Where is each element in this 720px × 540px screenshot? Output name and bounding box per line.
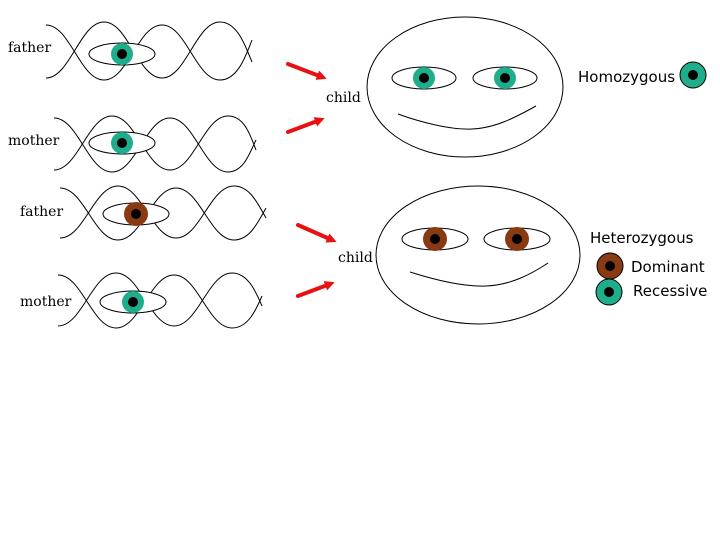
legend-recessive: Recessive [595, 278, 707, 306]
dominant-label: Dominant [631, 258, 705, 276]
arrow-icon [296, 281, 335, 298]
father-brown-eye-icon [102, 202, 170, 226]
father-green-eye-icon [88, 42, 156, 66]
legend-green-eye-icon [679, 61, 707, 89]
legend-green-eye-icon [595, 278, 623, 306]
mother-green-eye-icon [88, 131, 156, 155]
child-face [366, 16, 564, 158]
mother-chromosomes [53, 115, 257, 173]
mouth [397, 105, 537, 130]
arrow-icon [286, 117, 325, 134]
arrow-icon [286, 62, 327, 80]
father-label: father [20, 204, 63, 220]
child-brown-eye-icon [483, 227, 551, 251]
arrow-icon [296, 223, 337, 243]
homozygous-panel: father mother child [8, 16, 707, 173]
recessive-label: Recessive [633, 282, 707, 300]
child-label: child [338, 250, 373, 266]
legend-brown-eye-icon [596, 252, 624, 280]
mother-label: mother [20, 294, 72, 310]
heterozygous-label: Heterozygous [590, 229, 694, 247]
child-label: child [326, 90, 361, 106]
mouth [409, 262, 549, 287]
father-label: father [8, 40, 51, 56]
heterozygous-panel: father mother child [20, 185, 707, 329]
father-chromosomes [59, 185, 267, 241]
child-green-eye-icon [472, 66, 538, 90]
child-brown-eye-icon [401, 227, 469, 251]
homozygous-label: Homozygous [578, 68, 675, 86]
father-chromosomes [45, 21, 253, 81]
mother-chromosomes [57, 272, 263, 329]
legend-dominant: Dominant [596, 252, 705, 280]
child-face [375, 185, 581, 325]
mother-green-eye-icon [99, 290, 167, 314]
child-green-eye-icon [391, 66, 457, 90]
mother-label: mother [8, 133, 60, 149]
